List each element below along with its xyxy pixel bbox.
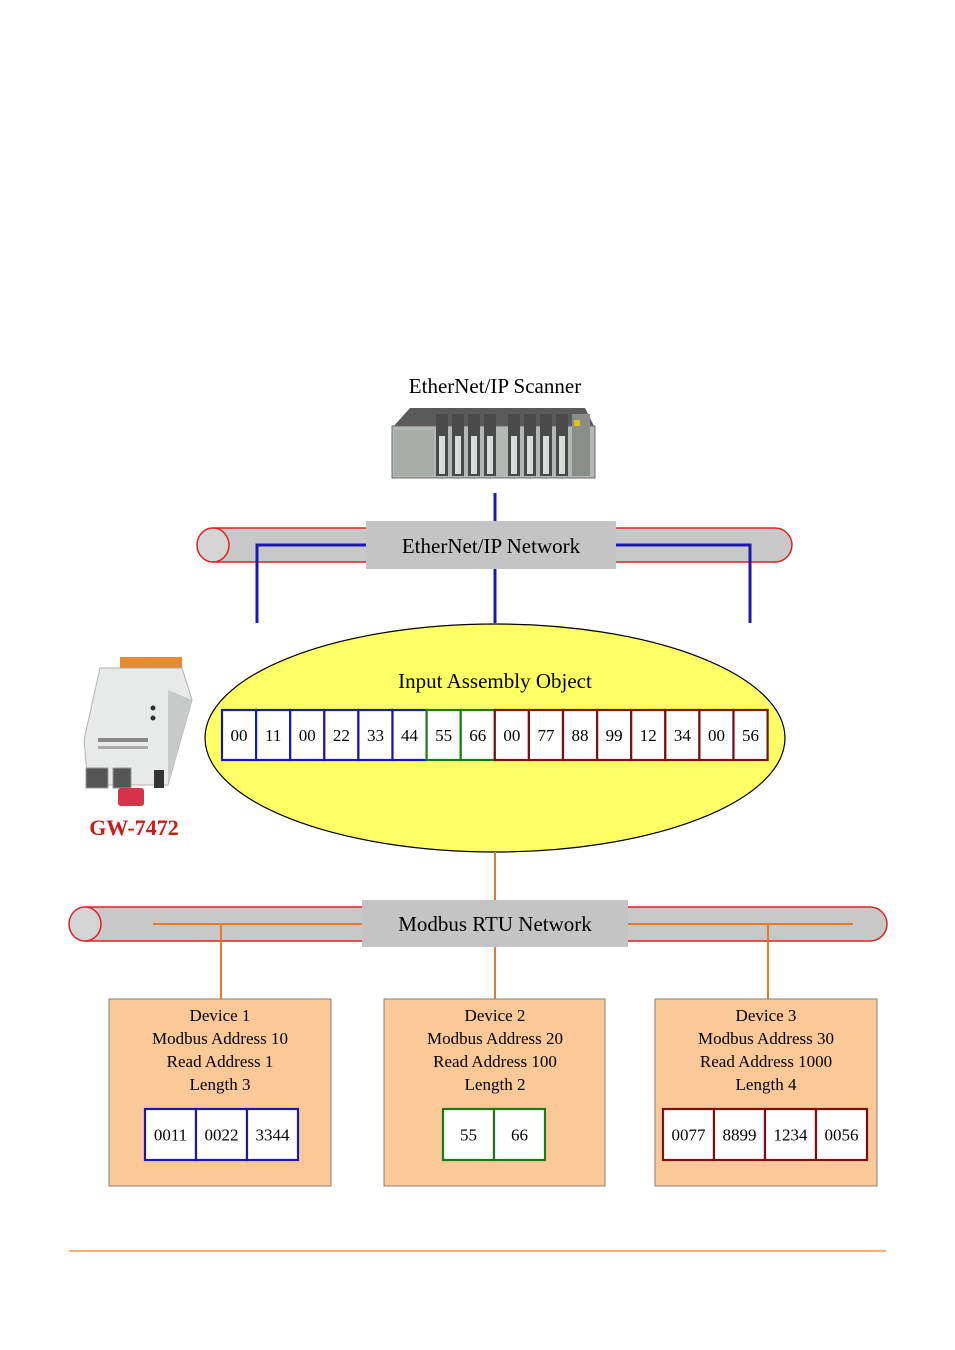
ethernet-network-pipe: EtherNet/IP Network: [196, 521, 793, 623]
device-3-register-row: 0077 8899 1234 0056: [661, 1107, 869, 1162]
device-3-register-value: 0056: [825, 1126, 859, 1145]
gateway-model-label: GW-7472: [89, 815, 179, 840]
device-2-box: Device 2 Modbus Address 20 Read Address …: [383, 998, 606, 1187]
assembly-byte: 00: [503, 726, 520, 745]
device-1-box: Device 1 Modbus Address 10 Read Address …: [108, 998, 332, 1187]
device-1-modbus-address: Modbus Address 10: [152, 1029, 288, 1048]
assembly-byte: 12: [640, 726, 657, 745]
modbus-network-pipe: Modbus RTU Network: [68, 900, 888, 947]
device-2-register-value: 55: [460, 1126, 477, 1145]
device-3-register-value-box: [661, 1107, 716, 1162]
assembly-byte: 44: [401, 726, 419, 745]
device-1-read-address: Read Address 1: [167, 1052, 274, 1071]
device-3-register-value: 0077: [672, 1126, 707, 1145]
device-3-modbus-address: Modbus Address 30: [698, 1029, 834, 1048]
device-1-register-value: 0011: [154, 1126, 187, 1145]
assembly-byte-box: [630, 708, 667, 762]
plc-rack-image: [391, 408, 596, 479]
device-1-register-value: 0022: [205, 1126, 239, 1145]
device-2-name: Device 2: [465, 1006, 526, 1025]
device-2-modbus-address: Modbus Address 20: [427, 1029, 563, 1048]
assembly-byte-box: [732, 708, 769, 762]
assembly-title: Input Assembly Object: [398, 669, 592, 693]
assembly-byte-box: [527, 708, 565, 762]
assembly-byte-box: [493, 708, 530, 762]
device-1-register-row: 0011 0022 3344: [143, 1107, 300, 1162]
gateway-device-image: [83, 657, 193, 806]
device-1-length: Length 3: [190, 1075, 251, 1094]
device-1-register-value-box: [143, 1107, 198, 1162]
modbus-network-label: Modbus RTU Network: [398, 912, 592, 936]
device-2-register-row: 55 66: [441, 1107, 547, 1162]
assembly-byte: 56: [742, 726, 759, 745]
device-3-box: Device 3 Modbus Address 30 Read Address …: [654, 998, 878, 1187]
assembly-byte: 00: [708, 726, 725, 745]
assembly-byte: 00: [231, 726, 248, 745]
device-2-length: Length 2: [465, 1075, 526, 1094]
assembly-byte: 66: [469, 726, 486, 745]
assembly-byte-box: [698, 708, 735, 762]
assembly-byte: 55: [435, 726, 452, 745]
assembly-byte: 00: [299, 726, 316, 745]
assembly-byte: 88: [572, 726, 589, 745]
device-2-register-value-box: [492, 1107, 547, 1162]
assembly-byte-box: [425, 708, 462, 762]
scanner-title: EtherNet/IP Scanner: [409, 374, 581, 398]
device-2-register-value: 66: [511, 1126, 528, 1145]
assembly-byte-box: [561, 708, 599, 762]
assembly-byte-box: [459, 708, 496, 762]
assembly-byte: 33: [367, 726, 384, 745]
device-3-read-address: Read Address 1000: [700, 1052, 832, 1071]
device-1-name: Device 1: [190, 1006, 251, 1025]
device-3-register-value: 8899: [723, 1126, 757, 1145]
assembly-byte: 34: [674, 726, 692, 745]
device-3-length: Length 4: [736, 1075, 797, 1094]
assembly-byte-box: [664, 708, 701, 762]
assembly-byte: 77: [537, 726, 555, 745]
assembly-byte-box: [357, 708, 394, 762]
ethernet-network-label: EtherNet/IP Network: [402, 534, 581, 558]
device-3-name: Device 3: [736, 1006, 797, 1025]
assembly-byte: 11: [265, 726, 281, 745]
device-1-register-value: 3344: [256, 1126, 291, 1145]
assembly-byte: 99: [606, 726, 623, 745]
assembly-byte-row: 00 11 00 22 33 44 55 66 00 77 88 99 12 34 00 56: [220, 708, 769, 762]
assembly-byte: 22: [333, 726, 350, 745]
assembly-byte-box: [391, 708, 428, 762]
device-3-register-value: 1234: [774, 1126, 809, 1145]
device-1-register-value-box: [245, 1107, 300, 1162]
assembly-byte-box: [220, 708, 258, 762]
device-2-read-address: Read Address 100: [433, 1052, 557, 1071]
device-3-register-value-box: [712, 1107, 767, 1162]
device-3-register-value-box: [763, 1107, 818, 1162]
device-3-register-value-box: [814, 1107, 869, 1162]
assembly-byte-box: [289, 708, 326, 762]
